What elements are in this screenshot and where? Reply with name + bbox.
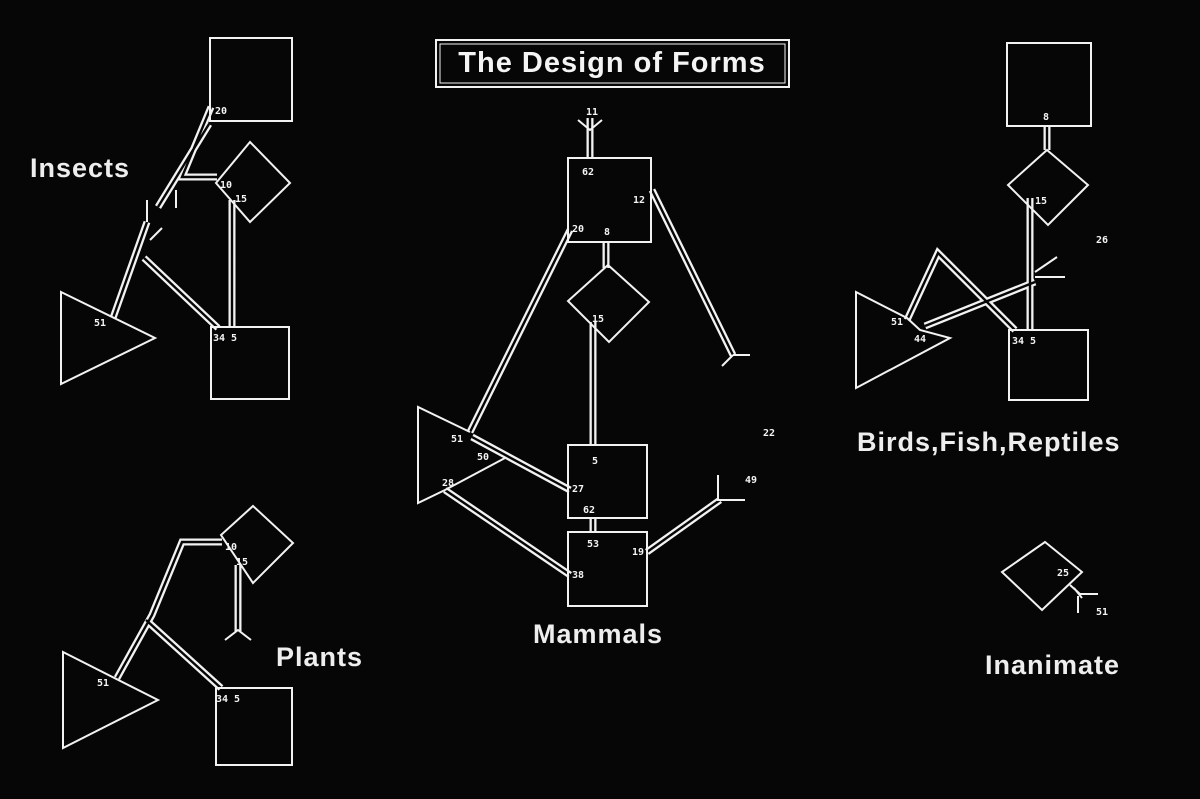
square-shape — [215, 687, 293, 766]
triangle-shape — [417, 405, 506, 505]
number-label: 12 — [633, 195, 645, 206]
number-label: 62 — [582, 167, 594, 178]
square-shape — [567, 531, 648, 607]
birds-fish-reptiles-form: 8 15 26 51 44 34 5 Birds,Fish,Reptiles — [855, 42, 1121, 457]
number-label: 51 — [451, 434, 463, 445]
number-label: 11 — [586, 107, 598, 118]
number-label: 5 — [592, 456, 598, 467]
number-label: 51 — [1096, 607, 1108, 618]
number-label: 51 — [891, 317, 903, 328]
triangle-shape — [60, 290, 158, 386]
inanimate-form: 25 51 Inanimate — [985, 540, 1120, 680]
number-label: 44 — [914, 334, 926, 345]
diamond-shape — [1006, 148, 1090, 227]
number-label: 8 — [1043, 112, 1049, 123]
number-label: 51 — [97, 678, 109, 689]
diamond-shape — [1000, 540, 1084, 612]
number-label: 34 5 — [216, 694, 240, 705]
triangle-shape — [855, 290, 953, 390]
number-label: 20 — [572, 224, 584, 235]
number-label: 62 — [583, 505, 595, 516]
plants-label: Plants — [276, 642, 363, 672]
number-label: 15 — [235, 194, 247, 205]
number-label: 10 — [220, 180, 232, 191]
insects-label: Insects — [30, 153, 130, 183]
mammals-form: 11 62 12 20 8 15 51 50 28 5 27 62 53 19 … — [417, 107, 775, 649]
square-shape — [209, 37, 293, 122]
number-label: 38 — [572, 570, 584, 581]
triangle-shape — [62, 650, 161, 750]
number-label: 20 — [215, 106, 227, 117]
inanimate-label: Inanimate — [985, 650, 1120, 680]
number-label: 50 — [477, 452, 489, 463]
number-label: 51 — [94, 318, 106, 329]
number-label: 15 — [592, 314, 604, 325]
number-label: 22 — [763, 428, 775, 439]
insects-form: 20 10 15 51 34 5 Insects — [30, 37, 293, 400]
number-label: 10 — [225, 542, 237, 553]
square-shape — [567, 157, 652, 243]
title-box: The Design of Forms — [435, 39, 790, 88]
diamond-shape — [566, 263, 651, 344]
number-label: 19 — [632, 547, 644, 558]
square-shape — [1006, 42, 1092, 127]
plants-form: 10 15 51 34 5 Plants — [62, 504, 363, 766]
number-label: 26 — [1096, 235, 1108, 246]
number-label: 15 — [236, 557, 248, 568]
diamond-shape — [219, 504, 295, 585]
diamond-shape — [214, 140, 292, 224]
number-label: 8 — [604, 227, 610, 238]
number-label: 34 5 — [213, 333, 237, 344]
number-label: 28 — [442, 478, 454, 489]
number-label: 34 5 — [1012, 336, 1036, 347]
square-shape — [567, 444, 648, 519]
diagram-title: The Design of Forms — [458, 47, 765, 79]
number-label: 27 — [572, 484, 584, 495]
mammals-label: Mammals — [533, 619, 663, 649]
birds-fish-reptiles-label: Birds,Fish,Reptiles — [857, 427, 1121, 457]
number-label: 49 — [745, 475, 757, 486]
square-shape — [1008, 329, 1089, 401]
number-label: 25 — [1057, 568, 1069, 579]
number-label: 53 — [587, 539, 599, 550]
number-label: 15 — [1035, 196, 1047, 207]
square-shape — [210, 326, 290, 400]
